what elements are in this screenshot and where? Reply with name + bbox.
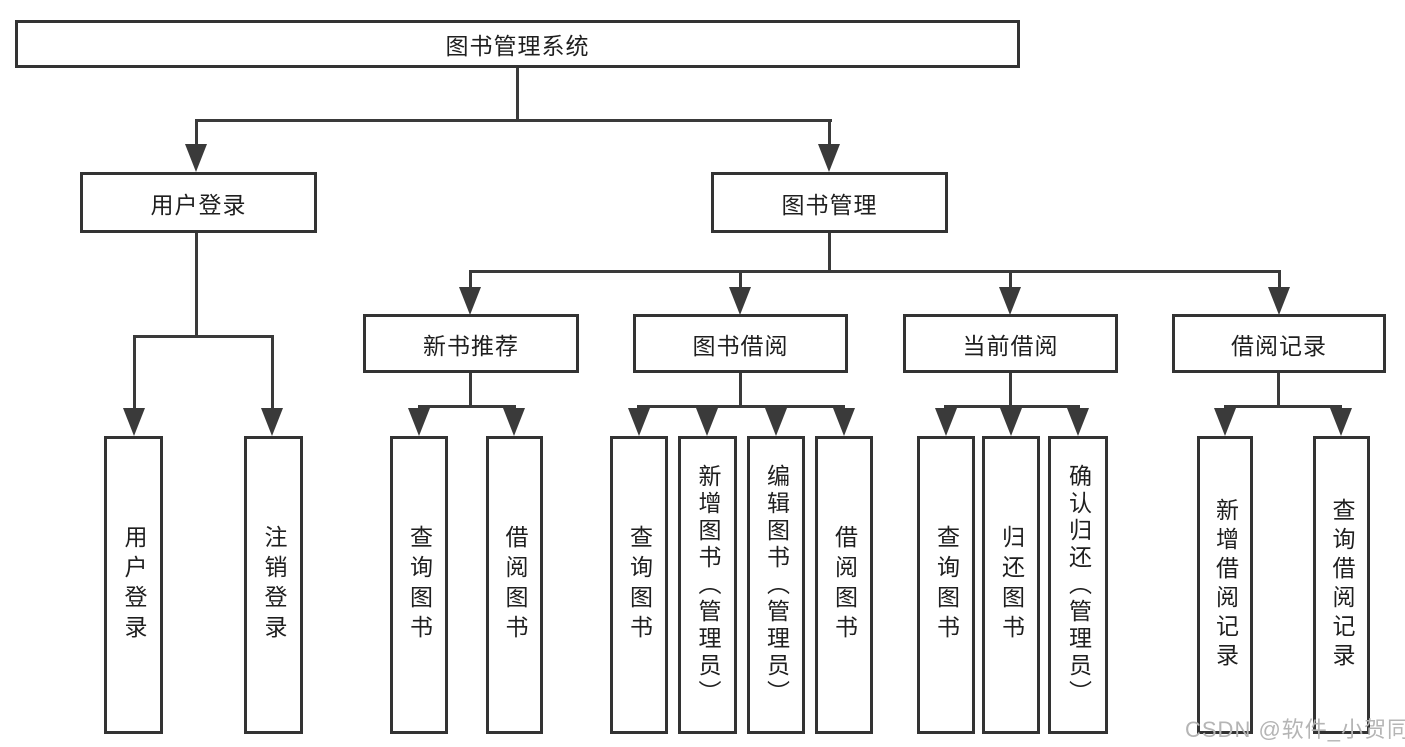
leaf-label: 查询图书 bbox=[626, 525, 653, 645]
leaf-label: 新增借阅记录 bbox=[1212, 498, 1239, 672]
csdn-watermark: CSDN @软件_小贺同学 bbox=[1185, 717, 1405, 742]
leaf-newbook-borrow: 借阅图书 bbox=[486, 436, 543, 734]
connector-root-stem bbox=[516, 66, 519, 121]
leaf-logout: 注销登录 bbox=[244, 436, 303, 734]
connector-module2-hbar bbox=[637, 405, 845, 408]
arrowhead-down-icon bbox=[408, 408, 430, 436]
arrowhead-down-icon bbox=[123, 408, 145, 436]
node-current-borrow: 当前借阅 bbox=[903, 314, 1118, 373]
arrowhead-down-icon bbox=[1268, 287, 1290, 315]
node-user-login-label: 用户登录 bbox=[150, 191, 247, 218]
leaf-borrow-add-admin: 新增图书（管理员） bbox=[678, 436, 737, 734]
connector-root-hbar bbox=[195, 119, 832, 122]
leaf-label: 借阅图书 bbox=[831, 525, 858, 645]
connector-login-hbar bbox=[133, 335, 274, 338]
leaf-current-return: 归还图书 bbox=[982, 436, 1040, 734]
node-current-borrow-label: 当前借阅 bbox=[962, 332, 1059, 359]
leaf-label: 归还图书 bbox=[998, 525, 1025, 645]
leaf-record-query: 查询借阅记录 bbox=[1313, 436, 1370, 734]
node-book-borrow-label: 图书借阅 bbox=[692, 332, 789, 359]
arrowhead-down-icon bbox=[185, 144, 207, 172]
arrowhead-down-icon bbox=[261, 408, 283, 436]
leaf-label: 编辑图书（管理员） bbox=[763, 463, 790, 707]
leaf-label: 用户登录 bbox=[121, 525, 147, 645]
arrowhead-down-icon bbox=[1330, 408, 1352, 436]
leaf-newbook-query: 查询图书 bbox=[390, 436, 448, 734]
node-borrow-records: 借阅记录 bbox=[1172, 314, 1386, 373]
node-new-book-recommend: 新书推荐 bbox=[363, 314, 579, 373]
leaf-label: 确认归还（管理员） bbox=[1065, 463, 1092, 707]
connector-login-drop-right bbox=[271, 335, 274, 408]
connector-module3-hbar bbox=[944, 405, 1080, 408]
connector-module1-hbar bbox=[418, 405, 516, 408]
node-book-borrow: 图书借阅 bbox=[633, 314, 848, 373]
arrowhead-down-icon bbox=[935, 408, 957, 436]
connector-mgmt-hbar bbox=[469, 270, 1281, 273]
node-new-book-recommend-label: 新书推荐 bbox=[423, 332, 519, 359]
connector-module2-stem bbox=[739, 371, 742, 408]
arrowhead-down-icon bbox=[503, 408, 525, 436]
arrowhead-down-icon bbox=[459, 287, 481, 315]
connector-module3-stem bbox=[1009, 371, 1012, 408]
arrowhead-down-icon bbox=[1067, 408, 1089, 436]
connector-module4-stem bbox=[1277, 371, 1280, 408]
arrowhead-down-icon bbox=[1214, 408, 1236, 436]
connector-login-drop-left bbox=[133, 335, 136, 408]
node-root-system: 图书管理系统 bbox=[15, 20, 1020, 68]
leaf-label: 查询图书 bbox=[406, 525, 433, 645]
connector-module2-drop bbox=[739, 270, 742, 290]
node-book-management: 图书管理 bbox=[711, 172, 948, 233]
arrowhead-down-icon bbox=[765, 408, 787, 436]
leaf-user-login: 用户登录 bbox=[104, 436, 163, 734]
leaf-current-confirm-admin: 确认归还（管理员） bbox=[1048, 436, 1108, 734]
arrowhead-down-icon bbox=[696, 408, 718, 436]
leaf-label: 借阅图书 bbox=[502, 525, 528, 645]
leaf-borrow-book: 借阅图书 bbox=[815, 436, 873, 734]
node-borrow-records-label: 借阅记录 bbox=[1231, 332, 1327, 359]
arrowhead-down-icon bbox=[1000, 408, 1022, 436]
leaf-label: 查询借阅记录 bbox=[1329, 498, 1355, 672]
connector-module1-drop bbox=[469, 270, 472, 290]
arrowhead-down-icon bbox=[628, 408, 650, 436]
connector-module3-drop bbox=[1009, 270, 1012, 290]
leaf-borrow-edit-admin: 编辑图书（管理员） bbox=[747, 436, 805, 734]
connector-login-stem bbox=[195, 231, 198, 338]
leaf-current-query: 查询图书 bbox=[917, 436, 975, 734]
node-user-login: 用户登录 bbox=[80, 172, 317, 233]
connector-login-drop bbox=[195, 119, 198, 148]
leaf-record-add: 新增借阅记录 bbox=[1197, 436, 1253, 734]
leaf-label: 注销登录 bbox=[261, 525, 287, 645]
node-root-label: 图书管理系统 bbox=[445, 33, 590, 59]
connector-module1-stem bbox=[469, 371, 472, 408]
connector-module4-hbar bbox=[1224, 405, 1342, 408]
arrowhead-down-icon bbox=[729, 287, 751, 315]
arrowhead-down-icon bbox=[818, 144, 840, 172]
node-book-management-label: 图书管理 bbox=[781, 191, 878, 218]
arrowhead-down-icon bbox=[999, 287, 1021, 315]
leaf-borrow-query: 查询图书 bbox=[610, 436, 668, 734]
leaf-label: 新增图书（管理员） bbox=[695, 463, 721, 707]
connector-mgmt-stem bbox=[828, 231, 831, 273]
connector-module4-drop bbox=[1278, 270, 1281, 290]
connector-mgmt-drop bbox=[828, 119, 831, 148]
leaf-label: 查询图书 bbox=[933, 525, 960, 645]
arrowhead-down-icon bbox=[833, 408, 855, 436]
